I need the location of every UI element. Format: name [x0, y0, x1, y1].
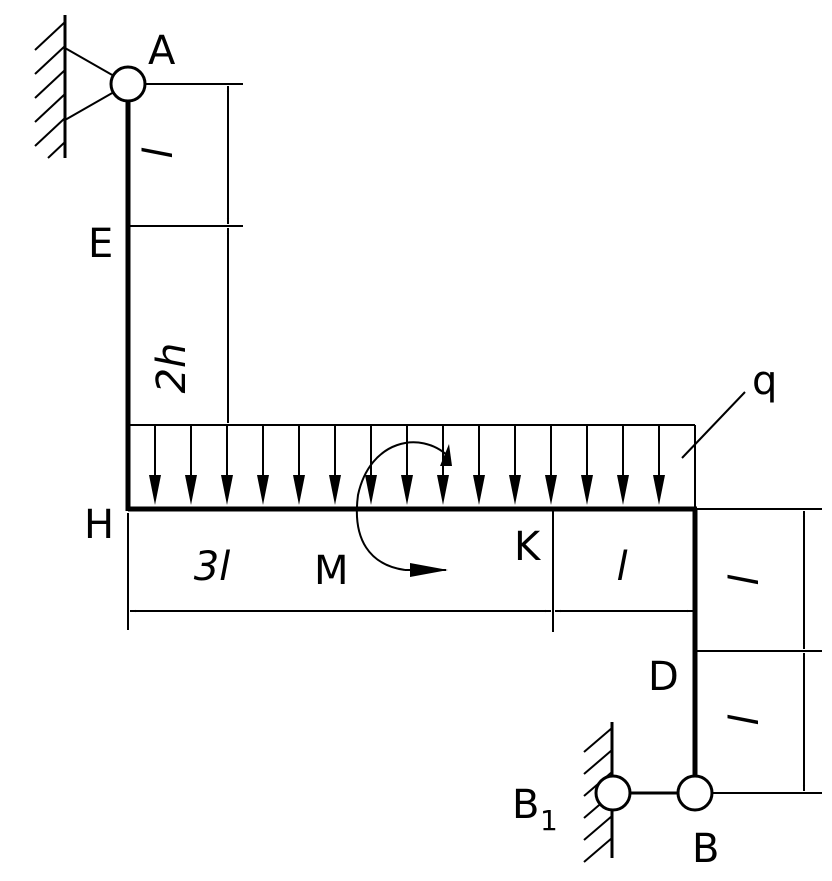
label-m: M [314, 548, 349, 594]
load-arrow-head [581, 475, 593, 505]
load-arrow-head [653, 475, 665, 505]
load-arrow-head [257, 475, 269, 505]
load-arrow-head [293, 475, 305, 505]
load-arrow-head [545, 475, 557, 505]
distributed-load-q [128, 391, 746, 509]
label-b: B [692, 826, 719, 872]
frame [125, 84, 698, 793]
dimensions [127, 83, 822, 794]
label-k: K [514, 524, 542, 570]
label-b1: B [512, 782, 539, 828]
label-h: H [84, 502, 114, 548]
hinge-b [676, 774, 714, 812]
load-arrows [149, 425, 665, 505]
q-leader [681, 391, 746, 459]
dim-label-kc: l [616, 544, 627, 590]
dim-label-db: l [722, 714, 768, 725]
label-q: q [752, 358, 777, 404]
label-d: D [648, 654, 679, 700]
label-a: A [148, 28, 176, 74]
label-b1-subscript: 1 [540, 804, 558, 837]
wall-support-b1 [583, 722, 714, 863]
dim-label-eh: 2h [149, 343, 195, 394]
load-arrow-head [221, 475, 233, 505]
load-arrow-head [437, 475, 449, 505]
load-arrow-head [329, 475, 341, 505]
load-arrow-head [401, 475, 413, 505]
dim-label-cd: l [722, 574, 768, 585]
label-e: E [88, 221, 113, 267]
moment-m [355, 441, 452, 577]
dim-label-ae: l [136, 147, 182, 158]
load-arrow-head [473, 475, 485, 505]
load-arrow-head [149, 475, 161, 505]
load-arrow-head [617, 475, 629, 505]
hinge-a [109, 65, 147, 103]
load-arrow-head [185, 475, 197, 505]
load-arrow-head [365, 475, 377, 505]
hinge-b1 [594, 774, 632, 812]
dim-label-hk: 3l [194, 544, 231, 590]
load-arrow-head [509, 475, 521, 505]
